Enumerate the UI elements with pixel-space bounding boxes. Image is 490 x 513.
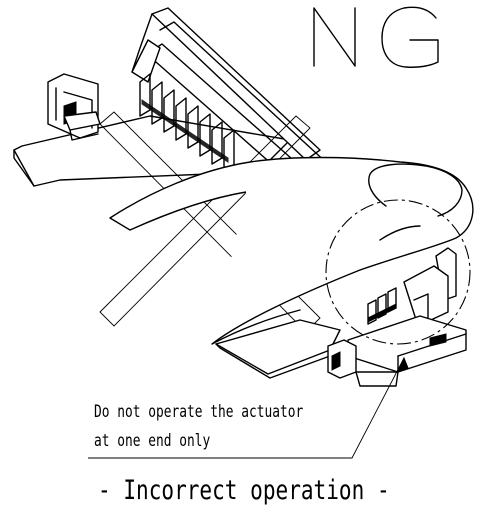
finger xyxy=(109,156,474,345)
right-latch xyxy=(327,247,467,387)
left-latch xyxy=(47,73,101,141)
contact-pins xyxy=(139,73,235,173)
ng-mark xyxy=(313,6,439,68)
connector-body xyxy=(47,7,331,197)
ribbon-cable-right xyxy=(215,319,341,379)
ng-status-label: NG xyxy=(312,4,314,5)
figure-caption: - Incorrect operation - xyxy=(98,475,390,506)
leader-line xyxy=(88,356,409,459)
note-line-2: at one end only xyxy=(94,431,211,450)
note-line-1: Do not operate the actuator xyxy=(94,402,304,421)
detail-circle xyxy=(325,199,471,345)
